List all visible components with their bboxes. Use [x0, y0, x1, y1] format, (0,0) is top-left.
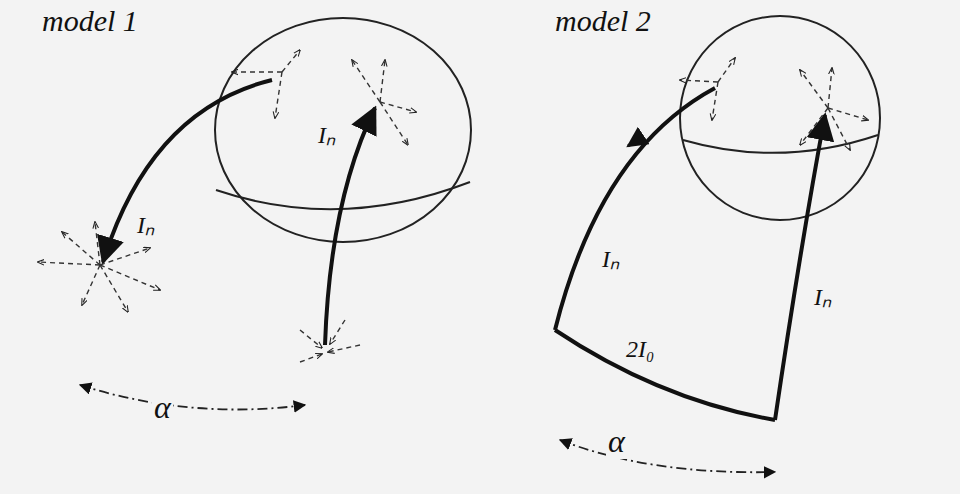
current-line: [103, 80, 375, 345]
current-label: Iₙ: [316, 122, 338, 148]
current-label: Iₙ: [812, 284, 834, 310]
current-arrow: [628, 138, 640, 146]
current-label: 2I₀: [624, 336, 656, 362]
model-title: model 1: [40, 4, 140, 37]
earth-sphere: [680, 16, 880, 220]
dashed-burst: [38, 50, 416, 362]
angle-arrow: [560, 440, 775, 472]
current-line: [555, 88, 825, 420]
angle-label: α: [152, 390, 173, 425]
current-label: Iₙ: [135, 212, 157, 238]
current-label: Iₙ: [600, 246, 622, 272]
angle-arrow: [80, 385, 305, 410]
model-title: model 2: [553, 4, 653, 37]
angle-label: α: [606, 424, 627, 459]
dashed-burst: [680, 58, 868, 150]
